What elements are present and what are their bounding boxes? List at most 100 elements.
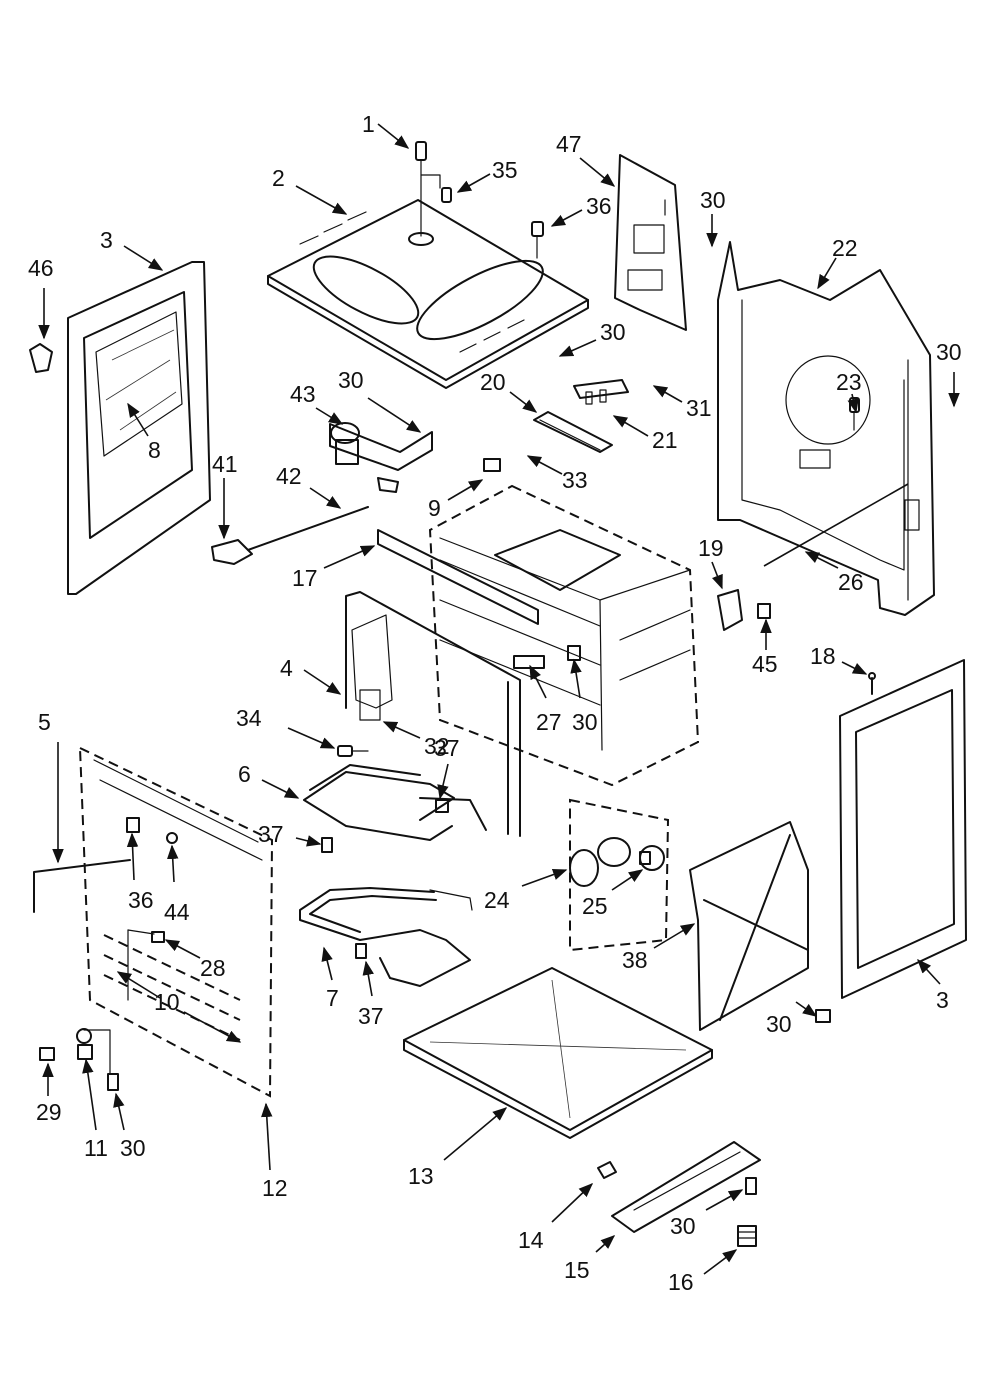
label-3-right: 3 (936, 987, 949, 1013)
part-16-leveling-leg (737, 1225, 757, 1247)
part-42-rod (247, 506, 369, 551)
label-37-upper: 37 (434, 735, 460, 761)
label-30-cavity: 30 (572, 709, 598, 735)
part-number-labels: 1 2 3 3 4 5 6 7 8 9 10 11 12 13 14 15 16… (28, 111, 962, 1295)
label-47: 47 (556, 131, 582, 157)
label-27: 27 (536, 709, 562, 735)
label-15: 15 (564, 1257, 590, 1283)
label-20: 20 (480, 369, 506, 395)
label-37-lower: 37 (358, 1003, 384, 1029)
label-30-far-right: 30 (936, 339, 962, 365)
label-29: 29 (36, 1099, 62, 1125)
part-9-clip (483, 458, 501, 472)
label-30-center: 30 (600, 319, 626, 345)
label-25: 25 (582, 893, 608, 919)
part-36-screw-door (126, 817, 140, 833)
label-30-lower-left: 30 (120, 1135, 146, 1161)
part-27-sensor (513, 655, 545, 669)
part-12-door-outline (78, 746, 274, 1098)
part-1-bolt (415, 141, 427, 237)
part-4-gasket (345, 591, 521, 837)
part-28-screw (151, 931, 165, 943)
label-21: 21 (652, 427, 678, 453)
label-28: 28 (200, 955, 226, 981)
part-30-screw-lower-left (107, 1073, 119, 1091)
part-21-terminal-block (573, 379, 629, 405)
label-32: 32 (424, 733, 450, 759)
label-7: 7 (326, 985, 339, 1011)
label-38: 38 (622, 947, 648, 973)
label-4: 4 (280, 655, 293, 681)
part-7-bake-element (299, 887, 471, 987)
label-17: 17 (292, 565, 318, 591)
part-22-rear-panel (717, 241, 935, 616)
label-30-rail: 30 (670, 1213, 696, 1239)
part-25-bulb (639, 845, 665, 871)
oven-cavity (428, 484, 700, 787)
part-24-lamp-lens (597, 837, 631, 867)
label-6: 6 (238, 761, 251, 787)
label-2: 2 (272, 165, 285, 191)
part-15-leveling-rail (611, 1141, 761, 1233)
part-37-screw-b (435, 799, 449, 813)
label-5: 5 (38, 709, 51, 735)
label-9: 9 (428, 495, 441, 521)
part-36-screw-top (531, 221, 544, 259)
part-32-bracket (351, 614, 393, 721)
label-23: 23 (836, 369, 862, 395)
label-34: 34 (236, 705, 262, 731)
part-11-bumper (76, 1028, 92, 1044)
label-36-door: 36 (128, 887, 154, 913)
label-30-switch: 30 (338, 367, 364, 393)
part-37-screw-a (321, 837, 333, 853)
label-12: 12 (262, 1175, 288, 1201)
part-34-screw (337, 745, 369, 757)
label-43: 43 (290, 381, 316, 407)
label-44: 44 (164, 899, 190, 925)
label-37-left: 37 (258, 821, 284, 847)
part-45-screw (757, 603, 771, 619)
label-11: 11 (84, 1135, 108, 1161)
label-24: 24 (484, 887, 510, 913)
part-3-right-side-panel (839, 659, 967, 999)
label-18: 18 (810, 643, 836, 669)
part-24-lamp-socket (569, 849, 599, 887)
part-37-screw-c (355, 943, 367, 959)
label-10: 10 (154, 989, 180, 1015)
label-33: 33 (562, 467, 588, 493)
part-38-access-panel (689, 821, 809, 1031)
part-10-door-vents (103, 934, 241, 1041)
part-35-screw (420, 174, 452, 203)
label-26: 26 (838, 569, 864, 595)
part-29-screw (39, 1047, 55, 1061)
part-5-door-gasket (33, 859, 131, 913)
label-45: 45 (752, 651, 778, 677)
label-19: 19 (698, 535, 724, 561)
label-8: 8 (148, 437, 161, 463)
lamp-housing-outline (569, 798, 670, 952)
label-42: 42 (276, 463, 302, 489)
label-30-top-right: 30 (700, 187, 726, 213)
part-44-screw (166, 832, 178, 844)
label-46: 46 (28, 255, 54, 281)
part-6-broil-element (303, 764, 455, 841)
part-41-hinge (211, 539, 253, 565)
part-19-bracket (717, 589, 743, 631)
part-3-left-side-panel (67, 261, 211, 595)
label-16: 16 (668, 1269, 694, 1295)
label-22: 22 (832, 235, 858, 261)
leader-arrows (38, 123, 960, 1275)
part-2-top-panel (267, 199, 589, 389)
label-1: 1 (362, 111, 375, 137)
label-13: 13 (408, 1163, 434, 1189)
label-14: 14 (518, 1227, 544, 1253)
label-31: 31 (686, 395, 712, 421)
part-20-bracket (533, 411, 613, 453)
label-35: 35 (492, 157, 518, 183)
part-18-screw (868, 672, 876, 695)
part-43-switch (329, 422, 433, 493)
label-41: 41 (212, 451, 238, 477)
part-17-rack-support (377, 529, 539, 625)
